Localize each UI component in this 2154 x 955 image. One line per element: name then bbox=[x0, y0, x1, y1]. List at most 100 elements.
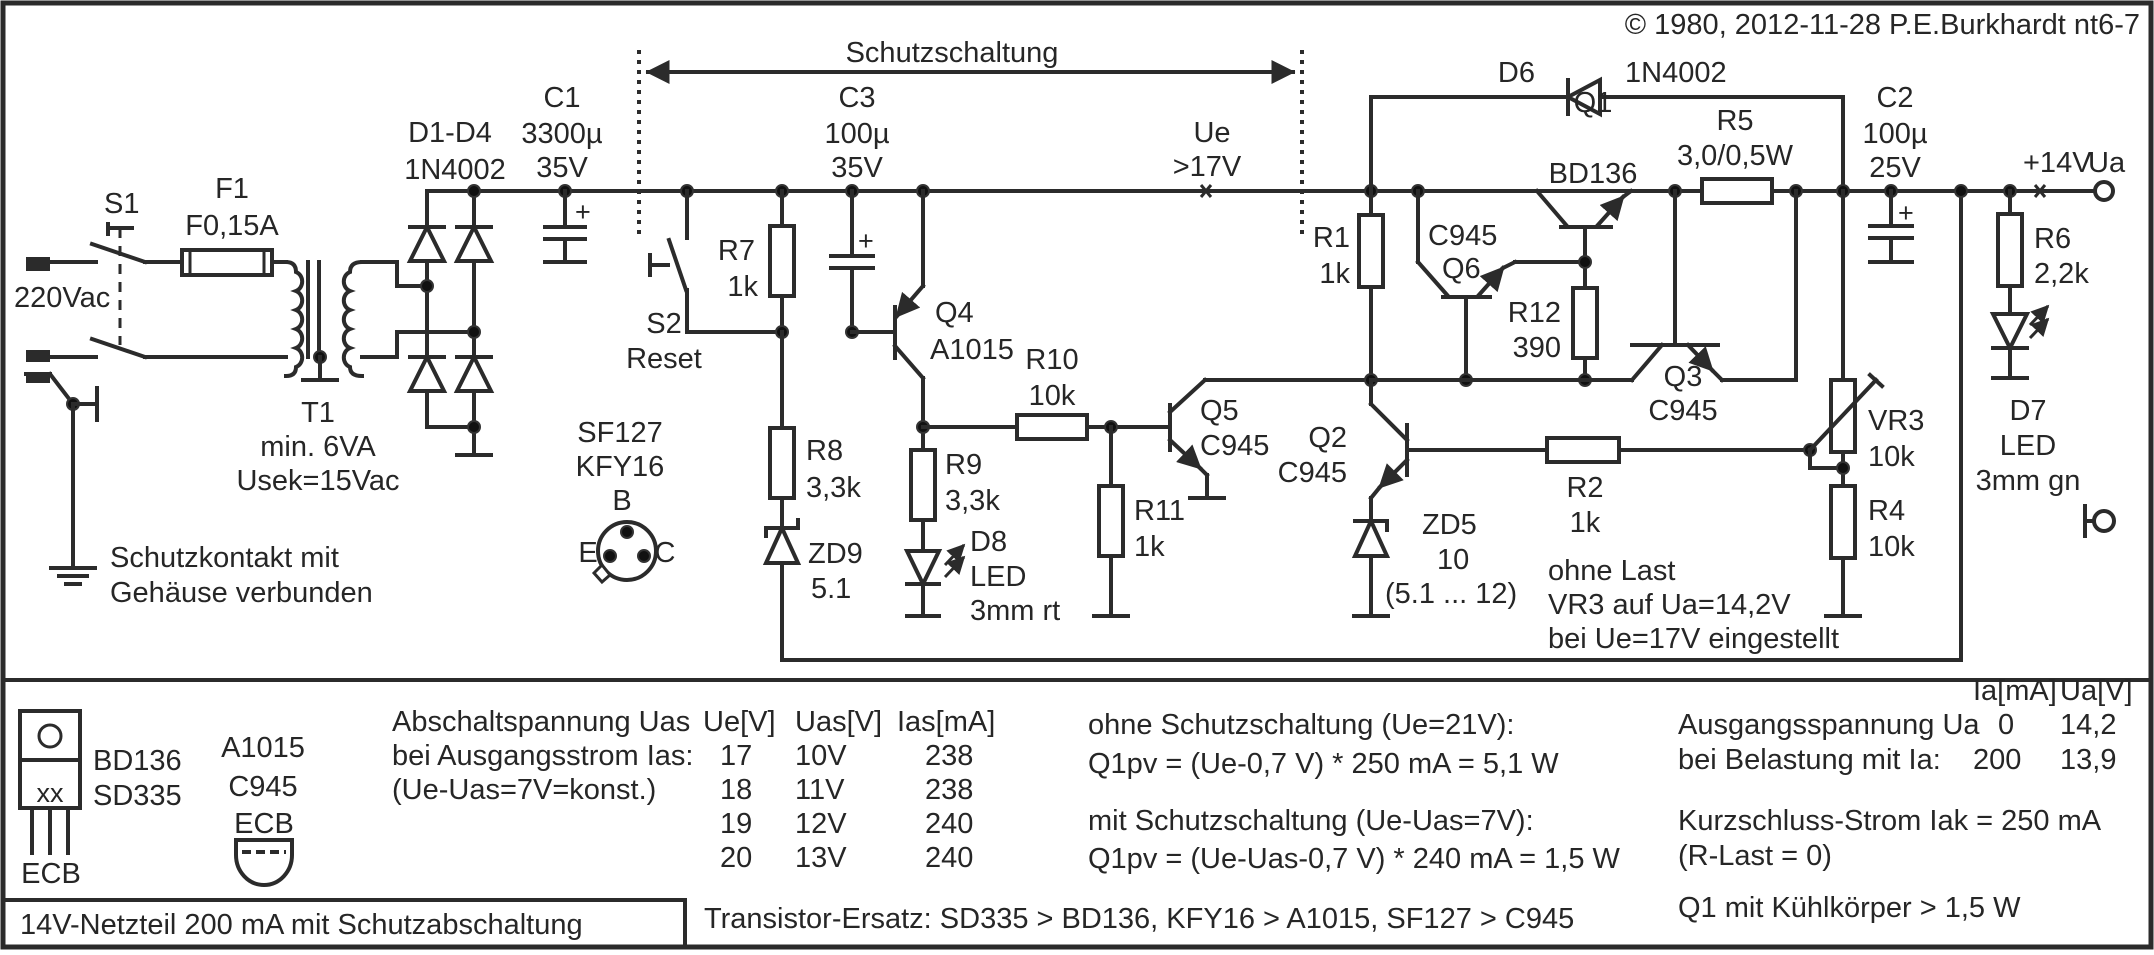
q2-label: Q2 bbox=[1308, 422, 1347, 454]
table-row: 200 13,9 bbox=[1973, 744, 2116, 776]
r9-value: 3,3k bbox=[945, 485, 1000, 517]
q6-value: C945 bbox=[1428, 220, 1497, 252]
kfy16-label: KFY16 bbox=[576, 451, 665, 483]
table-cell: 240 bbox=[925, 842, 973, 874]
table-cell: 0 bbox=[1998, 709, 2014, 741]
r4-value: 10k bbox=[1868, 531, 1915, 563]
c1-voltage: 35V bbox=[536, 152, 588, 184]
c1-plus: + bbox=[575, 197, 591, 227]
transistor-q3: Q3 C945 bbox=[1629, 189, 1798, 427]
pin-c-label: C bbox=[655, 537, 676, 569]
r4-label: R4 bbox=[1868, 495, 1905, 527]
s1-label: S1 bbox=[104, 188, 139, 220]
transformer-t1: T1 min. 6VA Usek=15Vac bbox=[236, 259, 400, 497]
output-header-ua: Ua[V] bbox=[2060, 675, 2133, 707]
to92-pinout: A1015 C945 ECB bbox=[221, 732, 305, 887]
protective-earth: Schutzkontakt mit Gehäuse verbunden bbox=[24, 371, 373, 609]
c2-label: C2 bbox=[1876, 82, 1913, 114]
table-cell: 238 bbox=[925, 774, 973, 806]
ue-label: Ue bbox=[1193, 117, 1230, 149]
zd5-value: 10 bbox=[1437, 544, 1469, 576]
output-name-label: Ua bbox=[2088, 147, 2126, 179]
vr3-label: VR3 bbox=[1868, 405, 1924, 437]
r7-label: R7 bbox=[718, 235, 755, 267]
output-voltage-table: Ia[mA] Ua[V] Ausgangsspannung Ua bei Bel… bbox=[1678, 675, 2133, 776]
transistor-q1: Q1 BD136 bbox=[1534, 87, 1637, 290]
transistor-q2: Q2 C945 bbox=[1278, 378, 1549, 523]
table-cell: 14,2 bbox=[2060, 709, 2116, 741]
protection-section-label: Schutzschaltung bbox=[846, 37, 1059, 69]
table-row: 20 13V 240 bbox=[720, 842, 973, 874]
to126-mark: xx bbox=[37, 778, 65, 808]
output-label-line1: Ausgangsspannung Ua bbox=[1678, 709, 1980, 741]
r12-label: R12 bbox=[1508, 297, 1561, 329]
to92-type1: A1015 bbox=[221, 732, 305, 764]
f1-value: F0,15A bbox=[185, 210, 279, 242]
pin-b-label: B bbox=[612, 485, 631, 517]
table-cell: 18 bbox=[720, 774, 752, 806]
r12-value: 390 bbox=[1513, 332, 1561, 364]
c2-plus: + bbox=[1898, 198, 1914, 228]
document-title: 14V-Netzteil 200 mA mit Schutzabschaltun… bbox=[20, 909, 583, 941]
transistor-q5: Q5 C945 bbox=[1167, 377, 1372, 500]
c1-value: 3300µ bbox=[521, 118, 603, 150]
adjustment-note: ohne Last VR3 auf Ua=14,2V bei Ue=17V ei… bbox=[1548, 555, 1839, 655]
table-cell: 13V bbox=[795, 842, 847, 874]
t1-label: T1 bbox=[301, 397, 335, 429]
d6-label: D6 bbox=[1498, 57, 1535, 89]
capacitor-c2: + C2 100µ 25V bbox=[1862, 82, 1928, 264]
shutdown-caption-line1: Abschaltspannung Uas bbox=[392, 706, 690, 738]
zd5-label: ZD5 bbox=[1422, 509, 1477, 541]
zd5-range: (5.1 ... 12) bbox=[1385, 578, 1517, 610]
potentiometer-vr3: VR3 10k bbox=[1807, 184, 1924, 488]
r7-value: 1k bbox=[727, 271, 758, 303]
sf127-label: SF127 bbox=[577, 417, 662, 449]
resistor-r11: R11 1k bbox=[1092, 425, 1185, 618]
capacitor-c1: + C1 3300µ 35V bbox=[521, 82, 603, 264]
fuse-f1: F1 F0,15A bbox=[143, 173, 288, 359]
vr3-value: 10k bbox=[1868, 441, 1915, 473]
d8-type: LED bbox=[970, 561, 1026, 593]
to92-pins: ECB bbox=[234, 808, 294, 840]
d1-d4-value: 1N4002 bbox=[404, 154, 506, 186]
pin-e-label: E bbox=[578, 537, 597, 569]
switch-s1: S1 bbox=[89, 188, 148, 360]
without-protection-label: ohne Schutzschaltung (Ue=21V): bbox=[1088, 709, 1514, 741]
resistor-r8: R8 3,3k bbox=[768, 330, 861, 530]
r11-label: R11 bbox=[1134, 495, 1185, 527]
c3-voltage: 35V bbox=[831, 152, 883, 184]
c3-plus: + bbox=[858, 226, 874, 256]
r1-label: R1 bbox=[1313, 222, 1350, 254]
r6-label: R6 bbox=[2034, 223, 2071, 255]
s2-value: Reset bbox=[626, 343, 702, 375]
d8-label: D8 bbox=[970, 526, 1007, 558]
c3-label: C3 bbox=[838, 82, 875, 114]
d8-value: 3mm rt bbox=[970, 595, 1060, 627]
adjust-note-line3: bei Ue=17V eingestellt bbox=[1548, 623, 1839, 655]
heatsink-note: Q1 mit Kühlkörper > 1,5 W bbox=[1678, 892, 2021, 924]
table-row: 18 11V 238 bbox=[720, 774, 973, 806]
table-row: 19 12V 240 bbox=[720, 808, 973, 840]
resistor-r4: R4 10k bbox=[1824, 484, 1915, 618]
r10-value: 10k bbox=[1029, 380, 1076, 412]
r5-value: 3,0/0,5W bbox=[1677, 140, 1794, 172]
table-cell: 13,9 bbox=[2060, 744, 2116, 776]
r8-label: R8 bbox=[806, 435, 843, 467]
q6-label: Q6 bbox=[1442, 253, 1481, 285]
transistor-q4: Q4 A1015 bbox=[892, 184, 1014, 429]
short-circuit-current: Kurzschluss-Strom Iak = 250 mA bbox=[1678, 805, 2102, 837]
table-header-uas: Uas[V] bbox=[795, 706, 882, 738]
q3-value: C945 bbox=[1648, 395, 1717, 427]
protection-section-marker: Schutzschaltung bbox=[637, 37, 1304, 236]
c2-value: 100µ bbox=[1862, 118, 1927, 150]
q1-label: Q1 bbox=[1574, 87, 1613, 119]
ground-note-line1: Schutzkontakt mit bbox=[110, 542, 339, 574]
to126-pins: ECB bbox=[21, 858, 81, 890]
ground-note-line2: Gehäuse verbunden bbox=[110, 577, 373, 609]
table-cell: 12V bbox=[795, 808, 847, 840]
d7-value: 3mm gn bbox=[1976, 465, 2081, 497]
t1-rating: min. 6VA bbox=[260, 431, 376, 463]
f1-label: F1 bbox=[215, 173, 249, 205]
to92-type2: C945 bbox=[228, 771, 297, 803]
